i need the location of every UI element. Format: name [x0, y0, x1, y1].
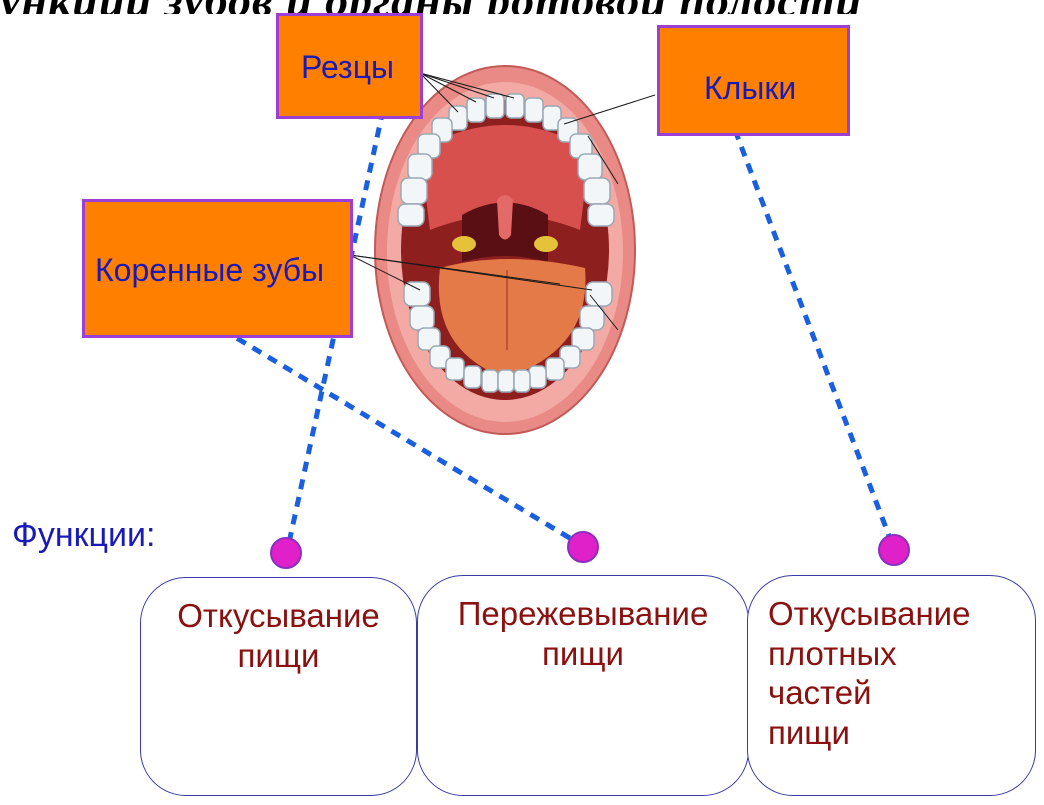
label-molars: Коренные зубы [82, 199, 353, 338]
function-box-line: частей [768, 673, 1035, 713]
uvula [497, 195, 513, 240]
label-incisors: Резцы [276, 13, 423, 119]
function-box-tearing: Откусывание плотных частей пищи [747, 575, 1036, 796]
circle-markers [271, 532, 909, 568]
label-molars-text: Коренные зубы [95, 252, 324, 289]
marker-function-3 [879, 535, 909, 565]
function-box-line: пищи [141, 636, 416, 676]
function-box-line: Откусывание [141, 596, 416, 636]
functions-heading: Функции: [12, 516, 155, 555]
function-box-chewing: Пережевывание пищи [417, 575, 749, 796]
tonsil-right [534, 236, 558, 252]
function-box-line: Откусывание [768, 594, 1035, 634]
function-box-biting: Откусывание пищи [140, 577, 417, 796]
label-canines: Клыки [657, 25, 850, 136]
tonsil-left [452, 236, 476, 252]
function-box-line: пищи [768, 713, 1035, 753]
connector-canines [735, 130, 894, 549]
function-box-line: плотных [768, 634, 1035, 674]
marker-function-2 [568, 532, 598, 562]
label-incisors-text: Резцы [301, 49, 394, 86]
function-box-line: пищи [418, 634, 748, 674]
marker-function-1 [271, 538, 301, 568]
label-canines-text: Клыки [704, 70, 796, 107]
function-box-line: Пережевывание [418, 594, 748, 634]
